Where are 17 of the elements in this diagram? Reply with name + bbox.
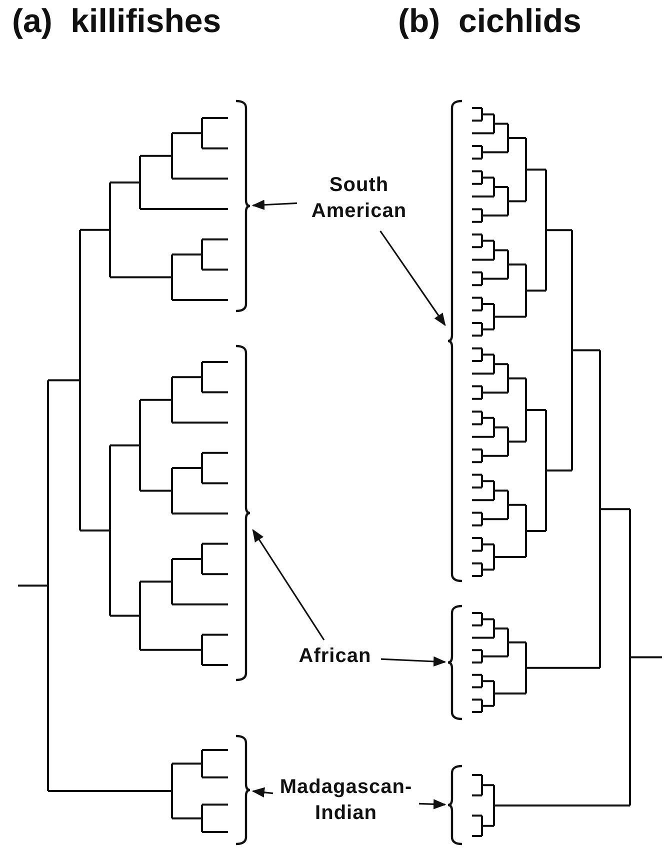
arrow <box>252 787 274 798</box>
arrow <box>252 200 298 210</box>
arrow <box>380 656 446 667</box>
group-label: African <box>292 643 378 669</box>
arrow <box>252 528 325 640</box>
bracket <box>448 765 464 845</box>
bracket <box>234 100 250 312</box>
group-label: Madagascan-Indian <box>276 774 416 826</box>
arrow <box>380 230 446 326</box>
bracket <box>234 735 250 845</box>
group-label: South American <box>300 172 418 224</box>
bracket <box>234 345 250 681</box>
panel-heading: (b) cichlids <box>398 2 582 40</box>
bracket <box>448 605 464 720</box>
arrow <box>418 799 446 810</box>
bracket <box>448 100 464 582</box>
panel-heading: (a) killifishes <box>12 2 222 40</box>
